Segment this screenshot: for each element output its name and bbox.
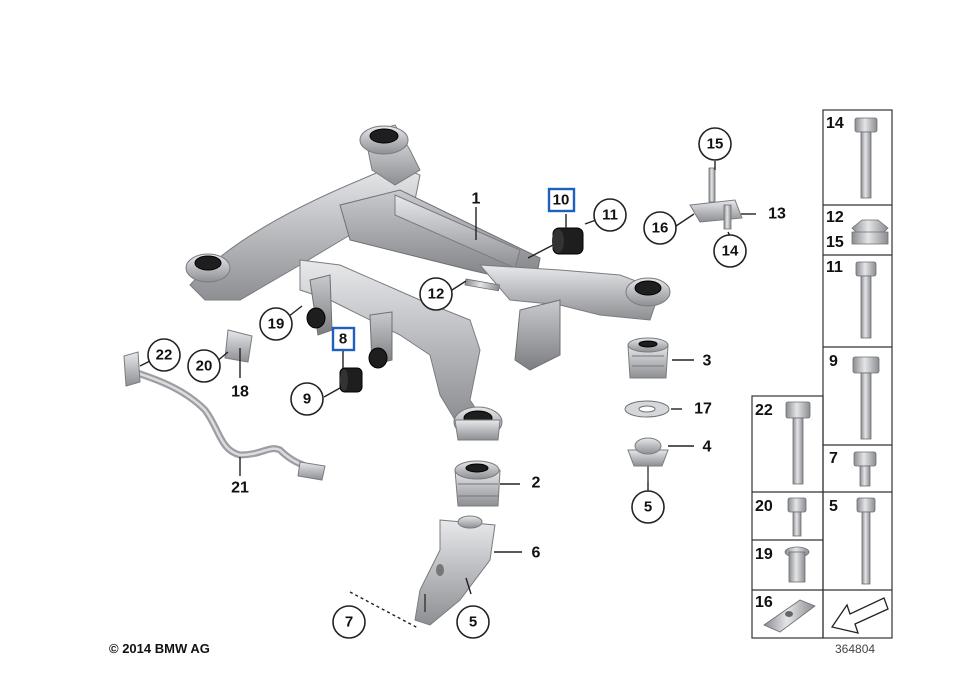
label-3: 3 [703,353,712,370]
label-4: 4 [703,439,712,456]
svg-text:12: 12 [428,286,445,303]
bolt-7-icon [853,451,877,487]
panel-label-15: 15 [826,234,844,251]
panel-label-16: 16 [755,594,773,611]
svg-text:7: 7 [345,614,353,631]
label-18: 18 [231,384,249,401]
callout-14: 14 [713,234,747,268]
svg-text:8: 8 [339,331,347,348]
panel-label-14: 14 [826,115,844,132]
callout-8-highlighted: 8 [331,326,356,352]
washer-part-17 [624,400,670,418]
callout-10-highlighted: 10 [547,187,576,213]
rubber-mount-part-3 [627,337,669,379]
clip-16-icon [763,599,816,633]
nut-12-15-icon [851,219,889,245]
label-1: 1 [472,191,481,208]
callout-5-lower: 5 [456,605,490,639]
svg-text:16: 16 [652,220,669,237]
label-6: 6 [532,545,541,562]
svg-text:10: 10 [553,192,570,209]
bushing-part-9 [339,367,363,393]
panel-label-7: 7 [829,450,838,467]
bolt-22-icon [785,401,811,485]
bracket-part-18 [224,329,253,363]
label-21: 21 [231,480,249,497]
direction-arrow-icon [830,597,889,634]
copyright-text: © 2014 BMW AG [109,641,210,656]
panel-label-11: 11 [826,259,843,276]
callout-15: 15 [698,127,732,161]
panel-label-19: 19 [755,546,773,563]
bracket-part-6 [414,515,496,626]
parts-panel: 14 12 15 11 9 7 5 22 20 19 16 [751,109,893,639]
label-2: 2 [532,475,541,492]
bolt-5-icon [856,497,876,585]
bolt-20-icon [787,497,807,537]
callout-19: 19 [259,307,293,341]
sleeve-19-icon [784,546,810,583]
callout-5-upper: 5 [631,490,665,524]
panel-label-5: 5 [829,498,838,515]
callout-16: 16 [643,211,677,245]
stop-plate-part-4 [627,437,669,482]
bushing-part-10 [552,227,584,255]
bracket-part-13 [689,167,743,230]
panel-label-22: 22 [755,402,773,419]
panel-label-20: 20 [755,498,773,515]
bolt-11-icon [855,261,877,339]
callout-12: 12 [419,277,453,311]
rubber-mount-part-2 [454,460,501,507]
svg-text:19: 19 [268,316,285,333]
bolt-9-icon [852,356,880,440]
callout-20: 20 [187,349,221,383]
svg-text:14: 14 [722,243,739,260]
callout-22: 22 [147,338,181,372]
svg-text:11: 11 [602,207,618,224]
label-17: 17 [694,401,712,418]
rear-axle-subframe [185,124,671,441]
label-13: 13 [768,206,786,223]
callout-7: 7 [332,605,366,639]
svg-text:5: 5 [644,499,652,516]
bushing-part-8 [306,307,388,369]
svg-text:20: 20 [196,358,213,375]
svg-text:9: 9 [303,391,311,408]
stabilizer-bar-part-21 [123,351,326,481]
svg-text:5: 5 [469,614,477,631]
bolt-14-icon [854,117,878,199]
svg-text:15: 15 [707,136,724,153]
callout-11: 11 [593,198,627,232]
svg-text:22: 22 [156,347,173,364]
diagram-id-text: 364804 [835,642,876,656]
panel-label-12: 12 [826,209,844,226]
callout-9: 9 [290,382,324,416]
panel-label-9: 9 [829,353,838,370]
